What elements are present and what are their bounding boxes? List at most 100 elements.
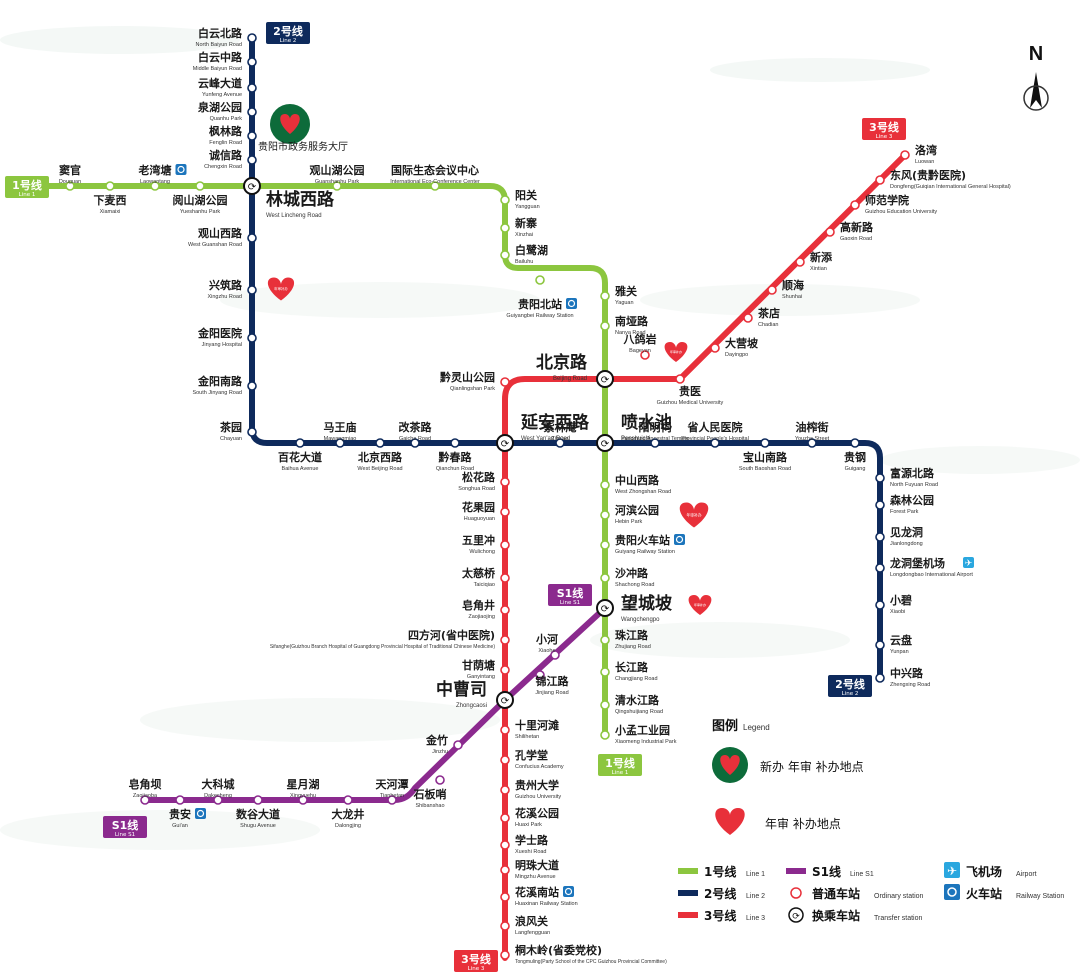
station[interactable]: 四方河(省中医院)Sifanghe(Guizhou Branch Hospita… <box>270 628 510 650</box>
station-dot <box>247 107 257 117</box>
station[interactable]: 桐木岭(省委党校)Tongmuling(Party School of the … <box>500 943 667 965</box>
station-dot <box>332 181 342 191</box>
station-name-en: Tianhetan <box>380 793 404 799</box>
legend-heart-icon <box>715 808 745 835</box>
station-dot <box>875 640 885 650</box>
station[interactable]: 东风(贵黔医院)Dongfeng(Guiqian International G… <box>875 168 1011 190</box>
station-name: 观山湖公园 <box>310 163 365 177</box>
station-name-en: Zilin'an <box>551 436 568 442</box>
